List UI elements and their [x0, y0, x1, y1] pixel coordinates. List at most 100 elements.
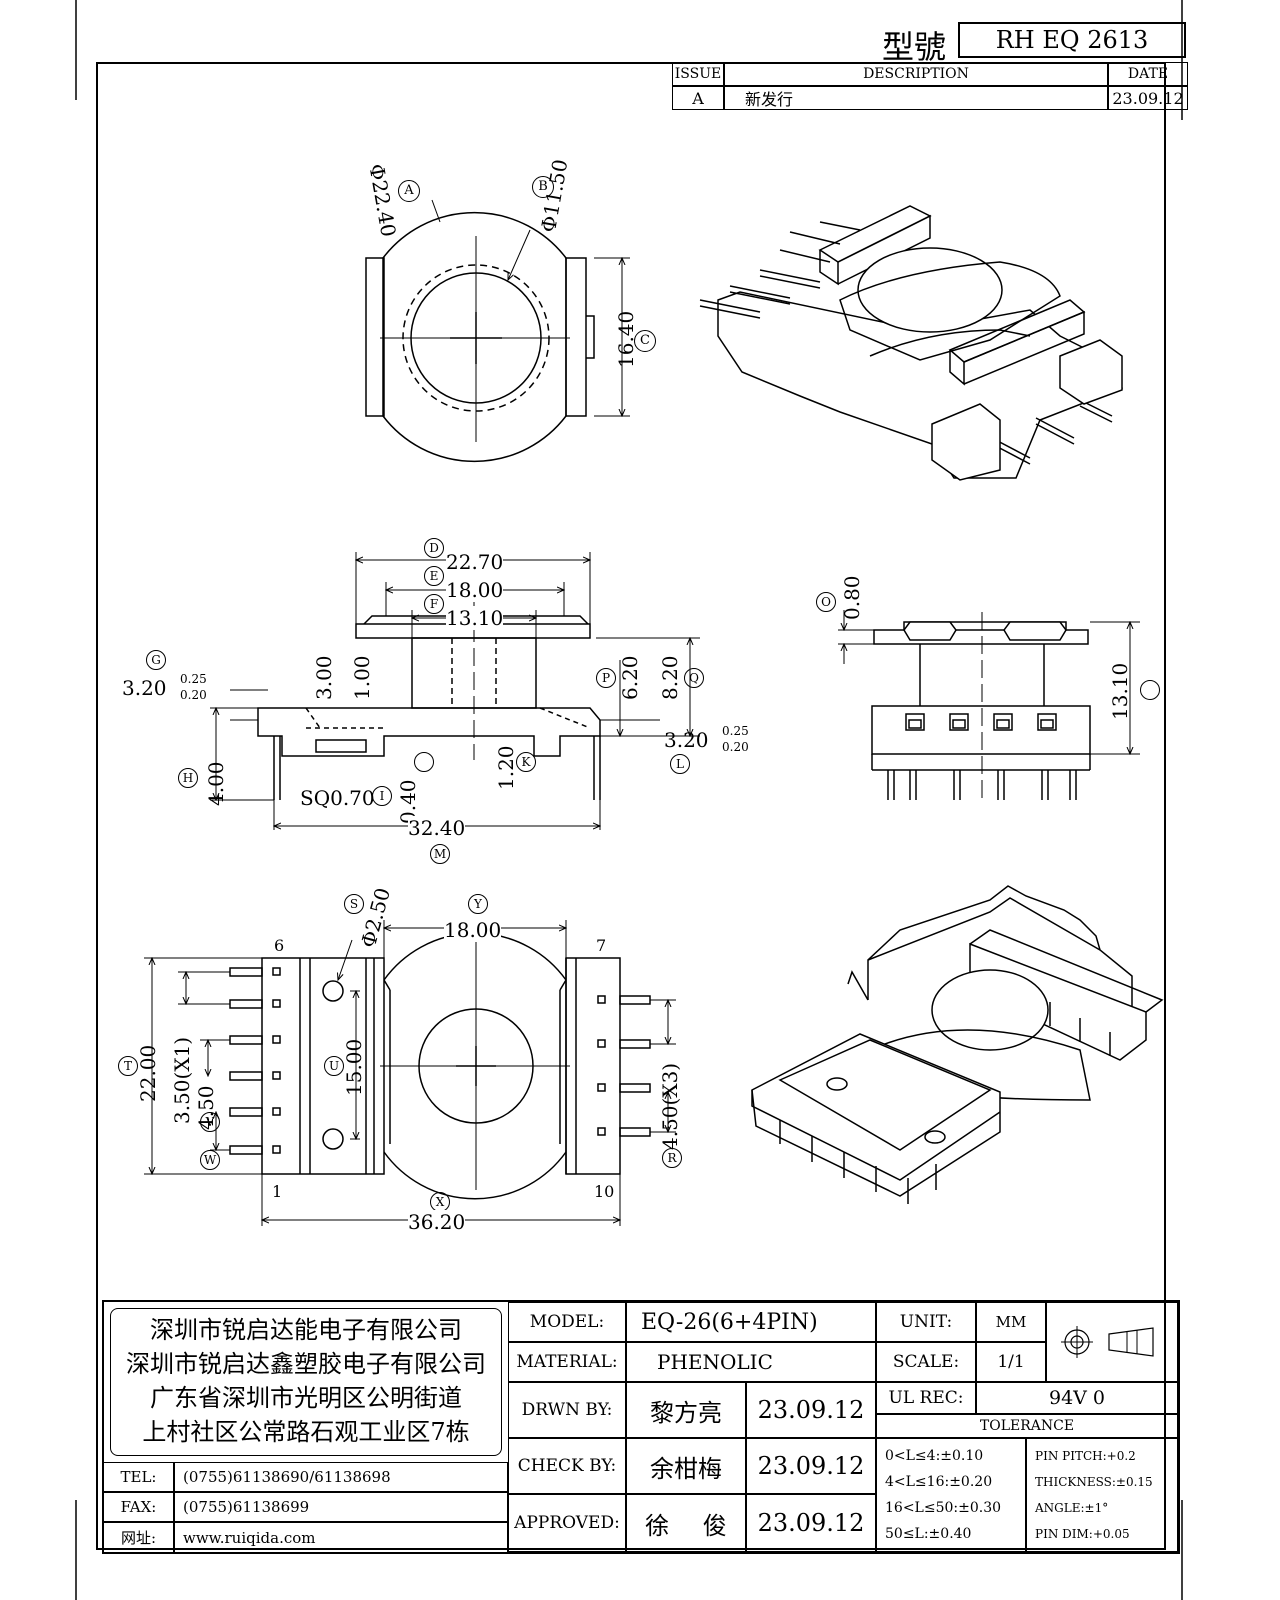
callout-k: K: [516, 752, 536, 772]
dim-d: 22.70: [446, 550, 504, 574]
material-label: MATERIAL:: [508, 1342, 626, 1382]
dim-g-tol-plus: 0.25: [180, 672, 207, 686]
rev-header-description: DESCRIPTION: [724, 62, 1108, 86]
isometric-bottom-view: [751, 885, 1164, 1204]
dim-j-tol-minus: 0.20: [722, 740, 749, 754]
dim-x3: 4.50(X3): [658, 1062, 682, 1150]
tolerance-pin-pitch: PIN PITCH:+0.2: [1035, 1449, 1136, 1463]
material-value: PHENOLIC: [626, 1342, 876, 1382]
dim-m: 8.20: [658, 655, 682, 700]
drawn-label: DRWN BY:: [508, 1382, 626, 1438]
dim-q: 13.10: [1108, 662, 1132, 720]
left-pins: [229, 967, 281, 1155]
callout-w: W: [200, 1150, 220, 1170]
company-box: 深圳市锐启达能电子有限公司 深圳市锐启达鑫塑胶电子有限公司 广东省深圳市光明区公…: [110, 1308, 502, 1456]
rev-header-issue: ISSUE: [672, 62, 724, 86]
revision-table: ISSUE DESCRIPTION DATE A 新发行 23.09.12: [672, 62, 1188, 110]
dim-v: 4.50: [194, 1085, 218, 1130]
tolerance-header: TOLERANCE: [876, 1414, 1178, 1438]
company-line-3: 广东省深圳市光明区公明街道: [150, 1384, 462, 1412]
approved-date: 23.09.12: [746, 1494, 876, 1552]
callout-p: [414, 752, 434, 772]
company-line-1: 深圳市锐启达能电子有限公司: [150, 1316, 462, 1344]
company-line-2: 深圳市锐启达鑫塑胶电子有限公司: [126, 1350, 486, 1378]
approved-name: 徐 俊: [626, 1494, 746, 1552]
ul-label: UL REC:: [876, 1382, 976, 1414]
locating-hole-bottom: [322, 1128, 344, 1150]
pin-6: 6: [274, 936, 285, 955]
dim-k: 1.20: [494, 745, 518, 790]
dim-y: 18.00: [444, 918, 502, 942]
callout-a: A: [398, 180, 420, 202]
rev-description: 新发行: [724, 86, 1108, 110]
check-name: 余柑梅: [626, 1438, 746, 1494]
rev-date: 23.09.12: [1108, 86, 1188, 110]
contacts-table: TEL: (0755)61138690/61138698 FAX: (0755)…: [104, 1462, 508, 1552]
dim-o: 0.80: [840, 575, 864, 620]
callout-u: U: [324, 1056, 344, 1076]
fax-value: (0755)61138699: [174, 1492, 508, 1522]
callout-g: G: [146, 650, 166, 670]
tolerance-pin-dim: PIN DIM:+0.05: [1035, 1527, 1130, 1541]
callout-y: Y: [468, 894, 488, 914]
approved-label: APPROVED:: [508, 1494, 626, 1552]
pin-7: 7: [596, 936, 607, 955]
info-grid: MODEL: EQ-26(6+4PIN) MATERIAL: PHENOLIC …: [508, 1302, 1178, 1552]
dim-g-tol-minus: 0.20: [180, 688, 207, 702]
callout-o: O: [816, 592, 836, 612]
callout-i: I: [372, 786, 392, 806]
dim-f: 13.10: [446, 606, 504, 630]
callout-l: P: [596, 668, 616, 688]
callout-j: L: [670, 754, 690, 774]
bottom-view: [144, 920, 676, 1226]
right-pin-block: [565, 957, 621, 1175]
callout-d: D: [424, 538, 444, 558]
dim-g: 3.20: [122, 676, 167, 700]
tolerance-3: 16<L≤50:±0.30: [885, 1500, 1002, 1516]
check-date: 23.09.12: [746, 1438, 876, 1494]
part-label: 型號: [882, 28, 947, 66]
tolerance-right: PIN PITCH:+0.2 THICKNESS:±0.15 ANGLE:±1°…: [1026, 1438, 1178, 1552]
base-body: [257, 707, 601, 757]
third-angle-projection-icon: [1061, 1326, 1154, 1358]
web-label: 网址:: [104, 1522, 174, 1552]
dim-j-tol-plus: 0.25: [722, 724, 749, 738]
part-number: RH EQ 2613: [958, 22, 1186, 58]
title-block: [102, 1300, 1180, 1554]
dim-e: 18.00: [446, 578, 504, 602]
unit-label: UNIT:: [876, 1302, 976, 1342]
tel-value: (0755)61138690/61138698: [174, 1462, 508, 1492]
web-value: www.ruiqida.com: [174, 1522, 508, 1552]
dim-h: 4.00: [204, 761, 228, 806]
unit-value: MM: [976, 1302, 1046, 1342]
callout-f: F: [424, 594, 444, 614]
scale-label: SCALE:: [876, 1342, 976, 1382]
locating-hole-top: [322, 980, 344, 1002]
callout-m: Q: [684, 668, 704, 688]
right-pins: [597, 995, 651, 1137]
drawing-sheet: [144, 199, 1164, 1226]
projection-symbol: [1046, 1302, 1178, 1382]
end-flange: [873, 629, 1089, 645]
tolerance-thickness: THICKNESS:±0.15: [1035, 1475, 1153, 1489]
dim-j: 3.20: [664, 728, 709, 752]
callout-e: E: [424, 566, 444, 586]
fax-label: FAX:: [104, 1492, 174, 1522]
check-label: CHECK BY:: [508, 1438, 626, 1494]
model-value: EQ-26(6+4PIN): [626, 1302, 876, 1342]
top-view: [365, 199, 630, 463]
dim-u: 15.00: [342, 1038, 366, 1096]
pin-10: 10: [594, 1182, 615, 1201]
callout-h: H: [178, 768, 198, 788]
callout-total: M: [430, 844, 450, 864]
callout-x: X: [430, 1192, 450, 1212]
dim-l: 6.20: [618, 655, 642, 700]
callout-q: [1140, 680, 1160, 700]
tolerance-4: 50≤L:±0.40: [885, 1526, 972, 1542]
right-flange: [565, 257, 587, 417]
end-base: [871, 705, 1091, 755]
callout-b: B: [532, 176, 554, 198]
callout-v: V: [200, 1112, 220, 1132]
drawn-date: 23.09.12: [746, 1382, 876, 1438]
